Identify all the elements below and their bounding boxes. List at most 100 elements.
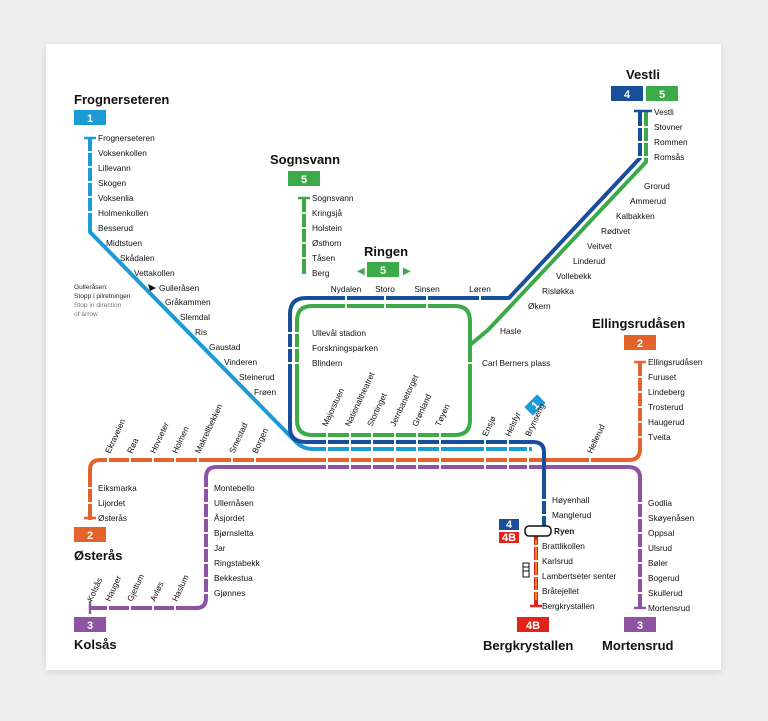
badge-line-2-ellingsrudasen-label: 2 xyxy=(637,338,643,350)
badge-line-5-sognsvann xyxy=(288,171,320,186)
station-label: Gulleråsen xyxy=(159,283,200,293)
station-label: Oppsal xyxy=(648,528,674,538)
station-label: Hellerud xyxy=(585,422,607,455)
station-label: Sognsvann xyxy=(312,193,354,203)
badge-ryen-4 xyxy=(499,519,519,530)
station-label: Ammerud xyxy=(630,196,666,206)
station-label: Holstein xyxy=(312,223,342,233)
station-label: Østerås xyxy=(98,513,127,523)
line-3-route xyxy=(90,465,642,610)
station-label: Mortensrud xyxy=(648,603,690,613)
station-label: Veitvet xyxy=(587,241,613,251)
station-label: Tøyen xyxy=(433,402,452,428)
station-label: Kringsjå xyxy=(312,208,342,218)
station-label: Ryen xyxy=(554,526,574,536)
station-label: Grønland xyxy=(410,392,434,428)
station-label: Løren xyxy=(469,284,491,294)
station-label: Høyenhall xyxy=(552,495,590,505)
station-label: Tveita xyxy=(648,432,671,442)
gulleraasen-direction-arrow xyxy=(148,284,156,291)
station-label: Hasle xyxy=(500,326,522,336)
badge-line-2-osteras-label: 2 xyxy=(87,530,93,542)
station-label: Gaustad xyxy=(209,342,241,352)
station-label: Lillevann xyxy=(98,163,131,173)
terminal-osteras: Østerås xyxy=(74,548,122,563)
gulleraasen-note: Gulleråsen: Stopp i pilretningen Stop in… xyxy=(74,283,131,318)
station-label: Ulsrud xyxy=(648,543,672,553)
station-label: Voksenlia xyxy=(98,193,134,203)
station-label: Stovner xyxy=(654,122,683,132)
ringen-left-arrow: ◀ xyxy=(357,266,365,277)
map-card: 1 5 4 5 5 ◀ ▶ 2 2 3 4B 3 4 4B 1 Frogners… xyxy=(46,44,721,670)
station-label: Linderud xyxy=(573,256,606,266)
station-label: Risløkka xyxy=(542,286,574,296)
ryen-interchange xyxy=(524,525,552,537)
station-label: Røa xyxy=(125,436,141,455)
station-label: Midtstuen xyxy=(106,238,142,248)
station-label: Vettakollen xyxy=(134,268,175,278)
station-label: Ringstabekk xyxy=(214,558,261,568)
badge-line-4-vestli-label: 4 xyxy=(624,89,631,101)
station-label: Østhorn xyxy=(312,238,342,248)
station-label: Sinsen xyxy=(414,284,440,294)
station-label: Tåsen xyxy=(312,253,335,263)
station-label: Vollebekk xyxy=(556,271,592,281)
station-label: Vinderen xyxy=(224,357,257,367)
station-label: Åsjordet xyxy=(214,513,245,523)
bus-icon xyxy=(522,562,530,578)
ringen-right-arrow: ▶ xyxy=(403,266,411,277)
terminal-kolsas: Kolsås xyxy=(74,637,117,652)
station-label: Bøler xyxy=(648,558,668,568)
station-label: Gjønnes xyxy=(214,588,245,598)
station-label: Stortinget xyxy=(365,391,389,428)
station-label: Helsfyr xyxy=(503,410,523,438)
station-label: Gjettum xyxy=(125,572,146,603)
station-label: Skøyenåsen xyxy=(648,513,695,523)
badge-line-3-kolsas xyxy=(74,617,106,632)
station-label: Majorstuen xyxy=(320,386,347,428)
station-label: Frognerseteren xyxy=(98,133,155,143)
station-label: Bjørnsletta xyxy=(214,528,254,538)
station-label: Avløs xyxy=(148,580,166,603)
station-label: Hauger xyxy=(103,574,124,603)
badge-line-5-ringen xyxy=(367,262,399,277)
station-label: Bekkestua xyxy=(214,573,253,583)
svg-text:Stopp i pilretningen: Stopp i pilretningen xyxy=(74,293,131,300)
station-label: Grorud xyxy=(644,181,670,191)
badge-line-4b-bergkrystallen xyxy=(517,617,549,632)
station-label: Brattlikollen xyxy=(542,541,585,551)
badge-helsfyr-line-1: 1 xyxy=(524,394,546,416)
station-label: Bogerud xyxy=(648,573,680,583)
station-label: Karlsrud xyxy=(542,556,573,566)
station-label: Ullernåsen xyxy=(214,498,254,508)
line-2-route xyxy=(88,362,642,520)
badge-ryen-4-label: 4 xyxy=(506,519,513,531)
badge-line-3-mortensrud-label: 3 xyxy=(637,620,643,632)
station-label: Trosterud xyxy=(648,402,684,412)
badge-line-5-vestli xyxy=(646,86,678,101)
station-label: Hovseter xyxy=(148,420,171,455)
station-label: Ris xyxy=(195,327,207,337)
station-label: Kolsås xyxy=(85,576,105,603)
station-label: Manglerud xyxy=(552,510,592,520)
terminal-vestli: Vestli xyxy=(626,67,660,82)
terminal-sognsvann: Sognsvann xyxy=(270,152,340,167)
station-label: Forskningsparken xyxy=(312,343,378,353)
station-label: Rommen xyxy=(654,137,688,147)
ringen-title: Ringen xyxy=(364,244,408,259)
station-label: Frøen xyxy=(254,387,277,397)
station-label: Ensjø xyxy=(480,414,498,437)
terminal-bergkrystallen: Bergkrystallen xyxy=(483,638,573,653)
badge-ryen-4b-label: 4B xyxy=(502,532,516,544)
badge-line-1 xyxy=(74,110,106,125)
line-5-east-link xyxy=(468,328,490,347)
station-label: Voksenkollen xyxy=(98,148,147,158)
station-label: Ellingsrudåsen xyxy=(648,357,703,367)
badge-line-3-mortensrud xyxy=(624,617,656,632)
station-label: Lindeberg xyxy=(648,387,685,397)
badge-line-5-vestli-label: 5 xyxy=(659,89,665,101)
station-label: Steinerud xyxy=(239,372,275,382)
badge-ryen-4b xyxy=(499,532,519,543)
station-label: Storo xyxy=(375,284,395,294)
station-label: Kalbakken xyxy=(616,211,655,221)
